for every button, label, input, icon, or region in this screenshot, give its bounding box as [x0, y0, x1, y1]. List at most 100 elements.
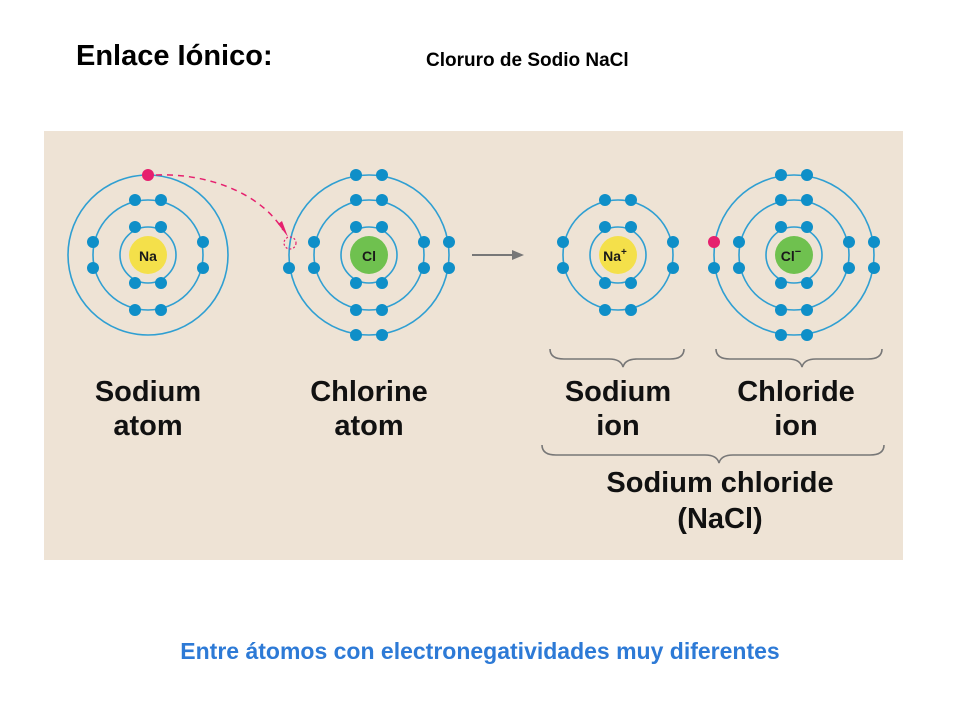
chloride-ion-electrons — [708, 169, 880, 341]
electron — [843, 262, 855, 274]
electron — [197, 236, 209, 248]
electron — [667, 262, 679, 274]
electron — [376, 277, 388, 289]
electron — [155, 221, 167, 233]
sodium-ion-brace — [549, 348, 685, 368]
sodium-atom-label-line2: atom — [113, 410, 182, 442]
electron — [418, 236, 430, 248]
atom-labels: Sodium atom Chlorine atom Sodium ion Chl… — [95, 376, 855, 535]
electron-vacancy — [283, 236, 297, 250]
electron — [283, 262, 295, 274]
chlorine-atom: Cl — [283, 169, 455, 341]
sodium-ion-nucleus — [599, 236, 637, 274]
ionic-bond-diagram: Na Cl — [44, 131, 903, 560]
electron — [775, 304, 787, 316]
electron — [625, 304, 637, 316]
electron — [557, 236, 569, 248]
electron-transfer-arrow — [155, 174, 288, 237]
electron — [775, 277, 787, 289]
chloride-ion-label-line1: Chloride — [737, 376, 855, 408]
electron — [667, 236, 679, 248]
sodium-ion-electrons — [557, 194, 679, 316]
electron — [155, 304, 167, 316]
transferred-electron — [142, 169, 154, 181]
electron — [129, 304, 141, 316]
electron — [197, 262, 209, 274]
electron — [801, 304, 813, 316]
sodium-nucleus-label: Na — [139, 248, 157, 264]
electron — [350, 304, 362, 316]
electron — [625, 277, 637, 289]
electron — [625, 194, 637, 206]
chlorine-electrons — [283, 169, 455, 341]
electron — [376, 221, 388, 233]
electron — [775, 221, 787, 233]
electron — [308, 262, 320, 274]
electron — [350, 277, 362, 289]
electron — [868, 236, 880, 248]
sodium-atom: Na — [67, 169, 229, 336]
electron — [308, 236, 320, 248]
chloride-ion: Cl− — [708, 169, 880, 341]
chlorine-atom-label-line1: Chlorine — [310, 376, 428, 408]
electron — [376, 169, 388, 181]
diagram-background — [44, 131, 903, 560]
electron — [129, 277, 141, 289]
sodium-ion-nucleus-label: Na+ — [603, 247, 627, 264]
sodium-ion-label-line1: Sodium — [565, 376, 671, 408]
electron — [376, 194, 388, 206]
electron — [443, 236, 455, 248]
page-subtitle: Cloruro de Sodio NaCl — [426, 50, 629, 71]
sodium-ion: Na+ — [557, 194, 679, 316]
electron — [350, 169, 362, 181]
electron — [625, 221, 637, 233]
compound-label-line1: Sodium chloride — [606, 467, 833, 499]
electron — [733, 236, 745, 248]
compound-brace — [541, 444, 885, 464]
electron — [350, 221, 362, 233]
sodium-electrons — [87, 169, 209, 316]
electron — [843, 236, 855, 248]
electron — [87, 262, 99, 274]
electron — [376, 329, 388, 341]
electron — [376, 304, 388, 316]
electron — [801, 329, 813, 341]
electron — [801, 169, 813, 181]
electron — [801, 194, 813, 206]
page-title: Enlace Iónico: — [76, 40, 273, 72]
electron — [129, 221, 141, 233]
electron — [87, 236, 99, 248]
chloride-ion-shells — [713, 174, 875, 336]
chlorine-nucleus-label: Cl — [362, 248, 376, 264]
electron — [557, 262, 569, 274]
chlorine-atom-label-line2: atom — [334, 410, 403, 442]
electron — [599, 304, 611, 316]
reaction-arrow — [472, 250, 524, 260]
electron — [599, 194, 611, 206]
chloride-ion-nucleus-label: Cl− — [781, 246, 801, 264]
electron — [708, 262, 720, 274]
chloride-ion-nucleus — [775, 236, 813, 274]
electron — [775, 194, 787, 206]
electron — [155, 194, 167, 206]
electron — [775, 169, 787, 181]
electron — [868, 262, 880, 274]
sodium-nucleus — [129, 236, 167, 274]
electron — [733, 262, 745, 274]
transferred-electron — [708, 236, 720, 248]
electron — [350, 329, 362, 341]
sodium-ion-shells — [562, 199, 674, 311]
chlorine-nucleus — [350, 236, 388, 274]
compound-label-line2: (NaCl) — [677, 503, 762, 535]
electron — [801, 277, 813, 289]
electron — [129, 194, 141, 206]
electron — [418, 262, 430, 274]
ion-braces — [541, 348, 885, 464]
chloride-ion-brace — [715, 348, 883, 368]
electron — [443, 262, 455, 274]
electron — [775, 329, 787, 341]
chloride-ion-label-line2: ion — [774, 410, 818, 442]
sodium-atom-label-line1: Sodium — [95, 376, 201, 408]
electron — [599, 221, 611, 233]
sodium-ion-label-line2: ion — [596, 410, 640, 442]
